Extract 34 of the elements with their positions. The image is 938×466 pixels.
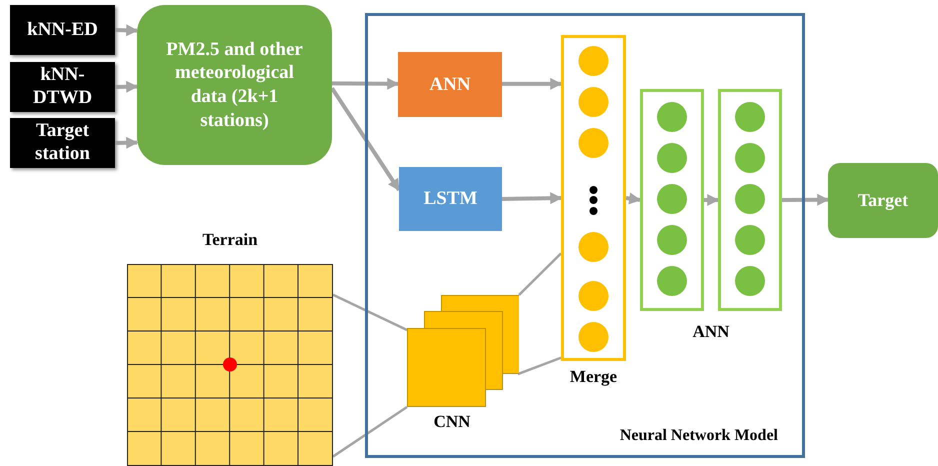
data-box	[137, 5, 332, 165]
arrow	[782, 194, 830, 206]
box-label: Target station	[34, 120, 91, 166]
connector-line	[517, 356, 562, 376]
box-label: Target	[858, 189, 908, 212]
grid-title: Terrain	[201, 230, 259, 250]
layer-label: Merge	[568, 367, 618, 388]
input-box	[10, 118, 115, 168]
model-box	[398, 52, 502, 117]
input-box	[10, 62, 115, 112]
arrow	[502, 192, 562, 204]
box-label: ANN	[429, 74, 471, 96]
box-label: kNN-ED	[27, 18, 98, 42]
connector-line	[332, 406, 408, 458]
arrow	[330, 87, 401, 192]
arrow	[114, 136, 138, 149]
box-label: LSTM	[424, 188, 478, 210]
arrow	[502, 78, 562, 90]
arrow	[114, 80, 138, 93]
model-box	[399, 167, 502, 231]
model-frame	[365, 13, 805, 458]
box-label: PM2.5 and other meteorological data (2k+1 stations)	[165, 38, 304, 132]
connector-line	[518, 252, 562, 296]
arrow	[704, 194, 720, 206]
arrow	[114, 24, 138, 36]
box-label: kNN-DTWD	[32, 64, 94, 110]
arrow	[626, 192, 642, 204]
frame-title: Neural Network Model	[620, 426, 778, 446]
data-box	[828, 163, 938, 238]
layer-label: CNN	[432, 412, 472, 432]
connector-line	[332, 294, 408, 332]
input-box	[10, 5, 115, 55]
arrow	[332, 78, 400, 90]
layer-label: ANN	[692, 322, 730, 342]
